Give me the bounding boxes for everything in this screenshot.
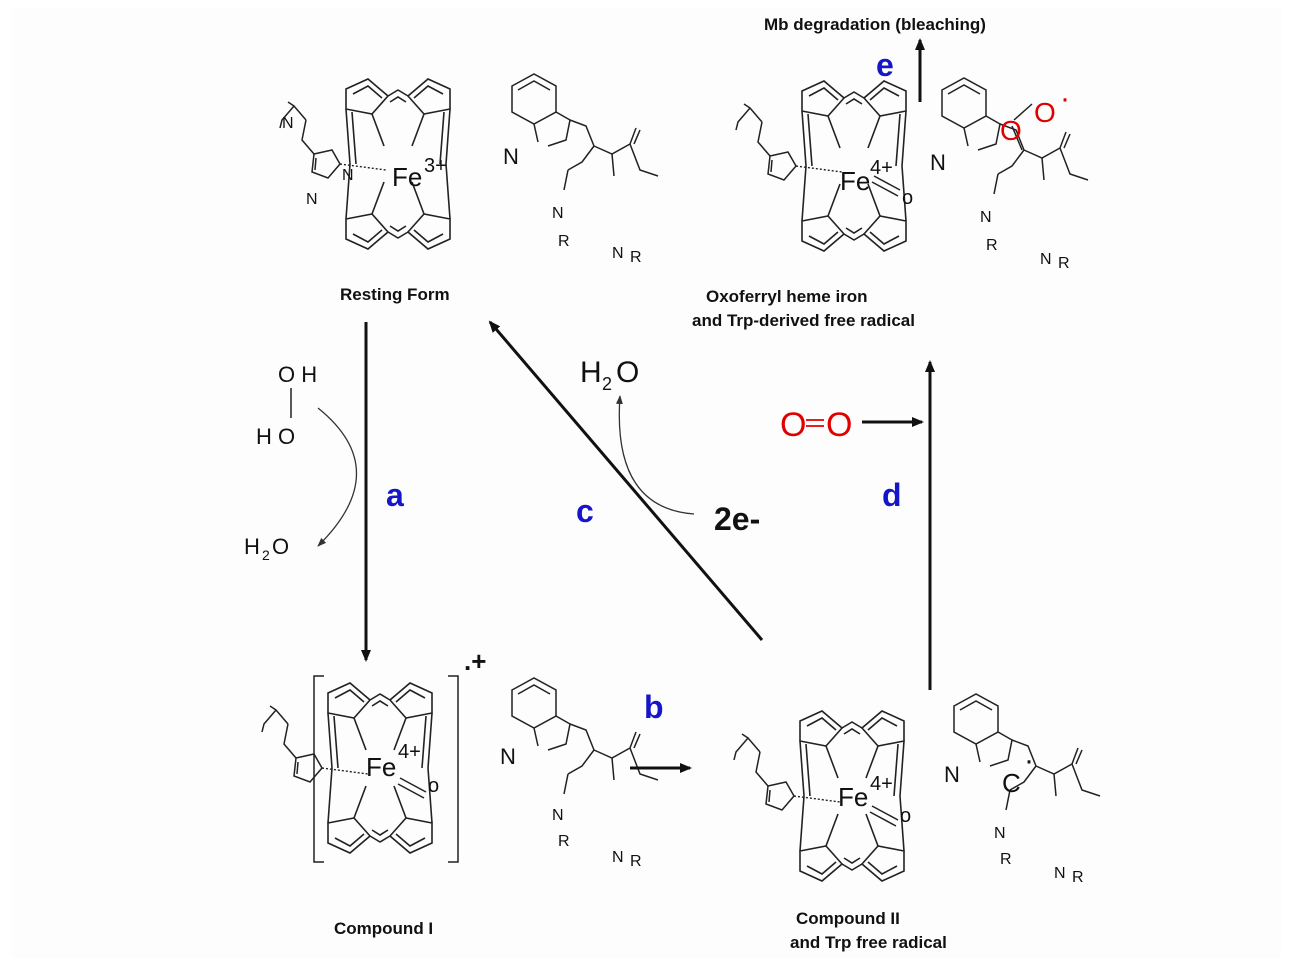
compound1-trp-r1: R [558,833,570,850]
peroxyl-o1: O [1000,115,1022,146]
oxoferryl-trp-structure [941,77,1089,195]
compound1-fe-label: Fe [366,752,396,782]
compound1-oxo: o [428,775,439,797]
oxoferryl-trp-r2: R [1058,255,1070,272]
compound2-trp-radical-dot: · [1024,744,1034,777]
arrow-a-side-curve [317,407,358,547]
dioxygen-o2: O [826,406,852,444]
resting-trp-r1: R [558,233,570,250]
compound2-structure [733,710,905,882]
compound2-label-line1: Compound II [796,909,900,928]
compound1-trp-n2: N [552,807,564,824]
resting-fe-label: Fe [392,162,422,192]
compound2-trp-n3: N [1054,865,1066,882]
resting-trp-r2: R [630,249,642,266]
water-a-o: O [272,534,289,559]
compound2-trp-c: C [1002,768,1021,798]
resting-trp-structure [511,73,659,191]
water-c-h: H [580,356,602,389]
oxoferryl-label-line1: Oxoferryl heme iron [706,287,868,306]
step-e: e [876,47,894,83]
resting-trp-n: N [503,144,519,169]
compound1-fe-charge: 4+ [398,741,421,763]
oxoferryl-oxo: o [902,187,913,209]
compound1-trp-n: N [500,744,516,769]
compound1-trp-n3: N [612,849,624,866]
compound2-fe-charge: 4+ [870,773,893,795]
water-a-sub: 2 [262,547,270,563]
compound2-oxo: o [900,805,911,827]
resting-trp-n2: N [552,205,564,222]
oxoferryl-trp-r1: R [986,237,998,254]
figure-panel [12,8,1281,958]
peroxyl-o2: O [1034,97,1056,128]
step-b: b [644,689,664,725]
step-c: c [576,493,594,529]
dioxygen-o1: O [780,406,806,444]
oxoferryl-fe-label: Fe [840,166,870,196]
oxoferryl-trp-n3: N [1040,251,1052,268]
compound1-brackets [313,675,459,863]
electrons-label: 2e- [714,501,760,537]
peroxide-top: O H [278,362,317,387]
water-c-sub: 2 [602,374,612,394]
compound2-label-line2: and Trp free radical [790,933,947,952]
step-d: d [882,477,902,513]
resting-trp-n3: N [612,245,624,262]
compound2-fe-label: Fe [838,782,868,812]
oxoferryl-fe-charge: 4+ [870,157,893,179]
compound1-radical-cation: .+ [464,646,486,676]
oxoferryl-structure [735,80,907,252]
step-a: a [386,477,404,513]
compound2-trp-r2: R [1072,869,1084,886]
degradation-label: Mb degradation (bleaching) [764,15,986,34]
resting-his-n3: N [282,115,294,132]
water-a-h: H [244,534,260,559]
arrow-c [488,320,764,641]
compound2-trp-r1: R [1000,851,1012,868]
oxoferryl-trp-n2: N [980,209,992,226]
compound1-trp-r2: R [630,853,642,870]
oxoferryl-label-line2: and Trp-derived free radical [692,311,915,330]
compound1-trp-structure [511,677,659,795]
resting-form-label: Resting Form [340,285,450,304]
water-c-o: O [616,356,639,389]
peroxyl-radical-dot: · [1060,82,1070,115]
compound1-structure [261,682,433,854]
compound2-trp-n2: N [994,825,1006,842]
compound2-trp-n: N [944,762,960,787]
resting-his-n1: N [342,167,354,184]
compound1-label: Compound I [334,919,433,938]
oxoferryl-trp-n: N [930,150,946,175]
resting-fe-charge: 3+ [424,155,447,177]
peroxide-bottom: H O [256,424,295,449]
resting-his-n2: N [306,191,318,208]
arrow-c-side-curve [615,395,695,515]
